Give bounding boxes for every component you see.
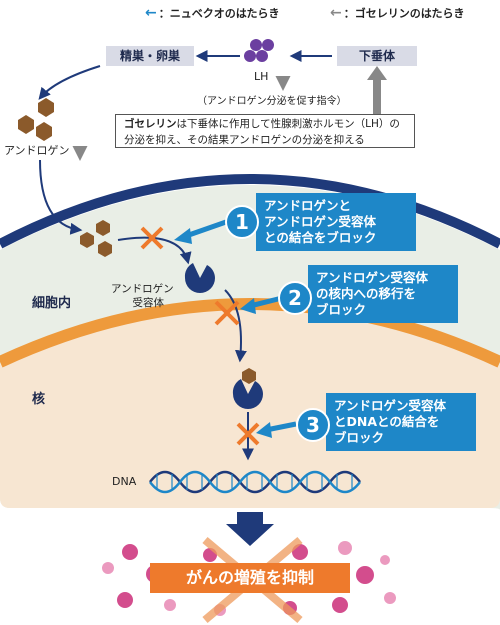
androgen-molecule	[98, 241, 112, 257]
block-mark-1	[140, 226, 164, 250]
goserelin-note: ゴセレリンは下垂体に作用して性腺刺激ホルモン（LH）の 分泌を抑え、その結果アン…	[115, 114, 415, 148]
step-2-number: 2	[278, 281, 312, 315]
arrow-gonads-to-androgen	[38, 65, 101, 100]
lh-note: （アンドロゲン分泌を促す指令）	[197, 96, 347, 107]
step-3-box: アンドロゲン受容体 とDNAとの結合を ブロック	[326, 393, 476, 451]
legend-nubeqa: ←：ニュベクオのはたらき	[145, 5, 280, 21]
blue-arrow-icon: ←	[145, 5, 157, 21]
step-3-pointer-head	[256, 422, 272, 438]
lh-label: LH	[254, 70, 269, 83]
cytoplasm-label: 細胞内	[32, 296, 72, 311]
androgen-molecule	[242, 368, 256, 384]
step-1-number: 1	[225, 205, 259, 239]
arrow-androgen-into-cell	[39, 159, 83, 235]
result-arrow	[226, 512, 274, 546]
result-label: がんの増殖を抑制	[150, 563, 350, 593]
pituitary-box: 下垂体	[337, 46, 417, 66]
androgen-molecule	[18, 115, 34, 134]
androgen-receptor	[184, 263, 215, 293]
androgen-label: アンドロゲン	[4, 144, 70, 157]
step-2-box: アンドロゲン受容体 の核内への移行を ブロック	[308, 265, 458, 323]
lh-molecule	[244, 50, 256, 62]
goserelin-arrow-stem	[373, 76, 381, 114]
block-mark-3	[236, 422, 260, 446]
step-1-pointer	[185, 219, 227, 239]
lh-molecule	[262, 39, 274, 51]
step-2-pointer-head	[240, 298, 256, 314]
nucleus-label: 核	[32, 392, 46, 407]
step-1-pointer-head	[174, 228, 192, 244]
androgen-molecule	[96, 220, 110, 236]
arrow-receptor-to-nucleus	[224, 289, 247, 363]
cell-membrane	[0, 174, 500, 249]
gonads-box: 精巣・卵巣	[106, 46, 194, 66]
lh-molecule	[250, 39, 262, 51]
dna-label: DNA	[112, 475, 137, 488]
step-1-box: アンドロゲンと アンドロゲン受容体 との結合をブロック	[256, 193, 416, 251]
dna-helix	[149, 470, 361, 494]
androgen-molecule	[36, 122, 52, 141]
step-3-pointer	[265, 421, 297, 433]
receptor-label: アンドロゲン 受容体	[111, 283, 174, 309]
legend-goserelin: ←：ゴセレリンのはたらき	[330, 5, 465, 21]
lh-molecule	[256, 50, 268, 62]
step-3-number: 3	[296, 408, 330, 442]
arrow-androgen-to-receptor	[117, 236, 192, 265]
step-2-pointer	[249, 295, 283, 309]
androgen-molecule	[80, 232, 94, 248]
block-mark-2	[214, 300, 240, 326]
androgen-receptor-bound	[232, 379, 263, 409]
androgen-molecule	[38, 98, 54, 117]
goserelin-arrow-head	[367, 66, 387, 80]
gray-arrow-icon: ←	[330, 5, 342, 21]
